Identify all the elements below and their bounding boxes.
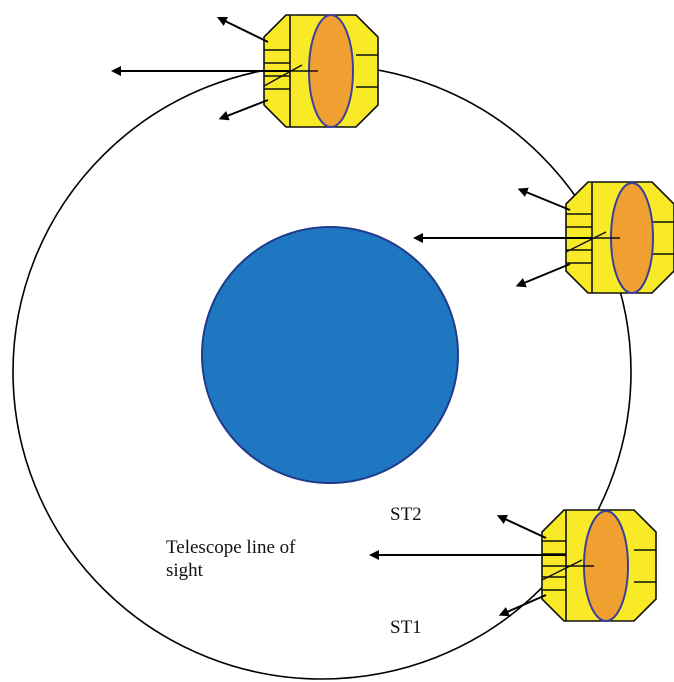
label-telescope-line-2: sight bbox=[166, 560, 204, 581]
label-st1: ST1 bbox=[390, 617, 422, 638]
label-st2: ST2 bbox=[390, 504, 422, 525]
arrow-top-upper bbox=[216, 16, 269, 43]
arrow-top-lower bbox=[218, 99, 269, 121]
spacecraft-bottom bbox=[541, 509, 657, 622]
arrow-right-lower bbox=[515, 263, 571, 288]
label-telescope-line-1: Telescope line of bbox=[166, 537, 296, 558]
spacecraft-right bbox=[565, 181, 674, 294]
arrow-right-upper bbox=[517, 187, 571, 211]
earth-globe bbox=[201, 226, 459, 484]
spacecraft-top bbox=[263, 14, 379, 128]
arrow-bottom-lower bbox=[498, 594, 547, 617]
arrow-bottom-upper bbox=[496, 514, 547, 539]
